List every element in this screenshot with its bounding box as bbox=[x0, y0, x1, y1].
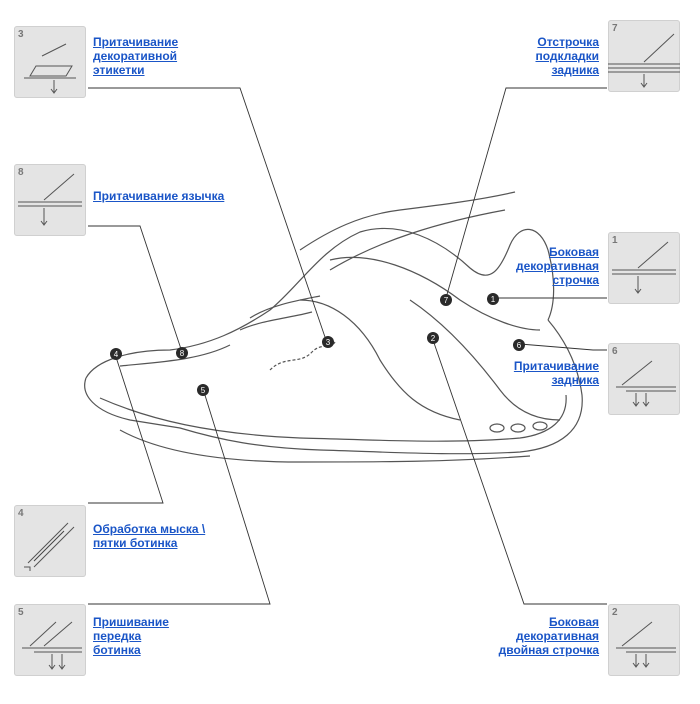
stitch-tile-8: 8 bbox=[14, 164, 86, 236]
stitch-tile-6: 6 bbox=[608, 343, 680, 415]
stitch-tile-1: 1 bbox=[608, 232, 680, 304]
tile-number: 4 bbox=[18, 508, 24, 519]
stitch-pattern-icon bbox=[18, 173, 82, 226]
tile-number: 3 bbox=[18, 29, 24, 40]
marker-1: 1 bbox=[487, 293, 499, 305]
stitch-tile-3: 3 bbox=[14, 26, 86, 98]
stitch-tile-4: 4 bbox=[14, 505, 86, 577]
label-line: Пришивание bbox=[93, 615, 169, 629]
label-side-stitch[interactable]: Боковая декоративная строчка bbox=[516, 245, 599, 287]
label-vamp[interactable]: Пришивание передка ботинка bbox=[93, 615, 169, 657]
tile-number: 1 bbox=[612, 235, 618, 246]
leader-lines bbox=[88, 87, 607, 605]
tile-number: 7 bbox=[612, 23, 618, 34]
label-decorative-tag[interactable]: Притачивание декоративной этикетки bbox=[93, 35, 178, 77]
marker-6: 6 bbox=[513, 339, 525, 351]
label-line: Боковая bbox=[548, 245, 599, 259]
tile-number: 5 bbox=[18, 607, 24, 618]
label-line: ботинка bbox=[93, 643, 141, 657]
label-line: Боковая bbox=[548, 615, 599, 629]
label-line: задника bbox=[551, 63, 599, 77]
leader-7 bbox=[445, 87, 607, 299]
marker-7: 7 bbox=[440, 294, 452, 306]
label-line: декоративной bbox=[93, 49, 178, 63]
label-line: Притачивание bbox=[93, 35, 179, 49]
svg-text:2: 2 bbox=[431, 334, 436, 343]
marker-2: 2 bbox=[427, 332, 439, 344]
svg-text:3: 3 bbox=[326, 338, 331, 347]
stitch-pattern-icon bbox=[612, 241, 676, 294]
label-line: Отстрочка bbox=[537, 35, 599, 49]
tile-number: 8 bbox=[18, 167, 24, 178]
marker-4: 4 bbox=[110, 348, 122, 360]
tile-number: 2 bbox=[612, 607, 618, 618]
leader-8 bbox=[88, 225, 183, 353]
svg-text:7: 7 bbox=[444, 296, 449, 305]
stitch-pattern-icon bbox=[22, 621, 82, 670]
svg-text:8: 8 bbox=[180, 349, 185, 358]
marker-3: 3 bbox=[322, 336, 334, 348]
shoe-outline bbox=[84, 191, 583, 463]
label-line: этикетки bbox=[93, 63, 145, 77]
label-line: пятки ботинка bbox=[93, 536, 178, 550]
markers: 1 2 3 4 5 6 7 8 bbox=[110, 293, 525, 396]
svg-text:5: 5 bbox=[201, 386, 206, 395]
label-toe-heel[interactable]: Обработка мыска \ пятки ботинка bbox=[93, 522, 205, 550]
label-tongue[interactable]: Притачивание язычка bbox=[93, 189, 224, 203]
stitch-pattern-icon bbox=[24, 43, 76, 94]
svg-text:1: 1 bbox=[491, 295, 496, 304]
svg-text:4: 4 bbox=[114, 350, 119, 359]
label-side-double-stitch[interactable]: Боковая декоративная двойная строчка bbox=[499, 615, 599, 657]
stitch-tile-7: 7 bbox=[608, 20, 680, 92]
label-line: Обработка мыска \ bbox=[93, 522, 206, 536]
stitch-pattern-icon bbox=[616, 360, 676, 407]
zigzag-stitch-icon bbox=[24, 522, 75, 571]
stitch-tile-5: 5 bbox=[14, 604, 86, 676]
label-heel-lining[interactable]: Отстрочка подкладки задника bbox=[536, 35, 600, 77]
tile-number: 6 bbox=[612, 346, 618, 357]
label-line: декоративная bbox=[515, 259, 599, 273]
stitch-pattern-icon bbox=[608, 33, 680, 88]
label-line: передка bbox=[93, 629, 142, 643]
marker-5: 5 bbox=[197, 384, 209, 396]
leader-6 bbox=[519, 343, 607, 351]
leader-2 bbox=[432, 339, 607, 605]
leader-4 bbox=[88, 356, 164, 504]
label-heel-counter[interactable]: Притачивание задника bbox=[514, 359, 599, 387]
label-line: двойная строчка bbox=[498, 643, 599, 657]
stitch-tile-2: 2 bbox=[608, 604, 680, 676]
label-line: подкладки bbox=[535, 49, 600, 63]
leader-5 bbox=[88, 391, 271, 605]
leader-3 bbox=[88, 87, 327, 341]
stitch-pattern-icon bbox=[616, 621, 676, 668]
label-line: строчка bbox=[552, 273, 599, 287]
svg-text:6: 6 bbox=[517, 341, 522, 350]
label-line: Притачивание язычка bbox=[93, 189, 225, 203]
label-line: задника bbox=[551, 373, 599, 387]
label-line: Притачивание bbox=[513, 359, 599, 373]
marker-8: 8 bbox=[176, 347, 188, 359]
label-line: декоративная bbox=[515, 629, 599, 643]
